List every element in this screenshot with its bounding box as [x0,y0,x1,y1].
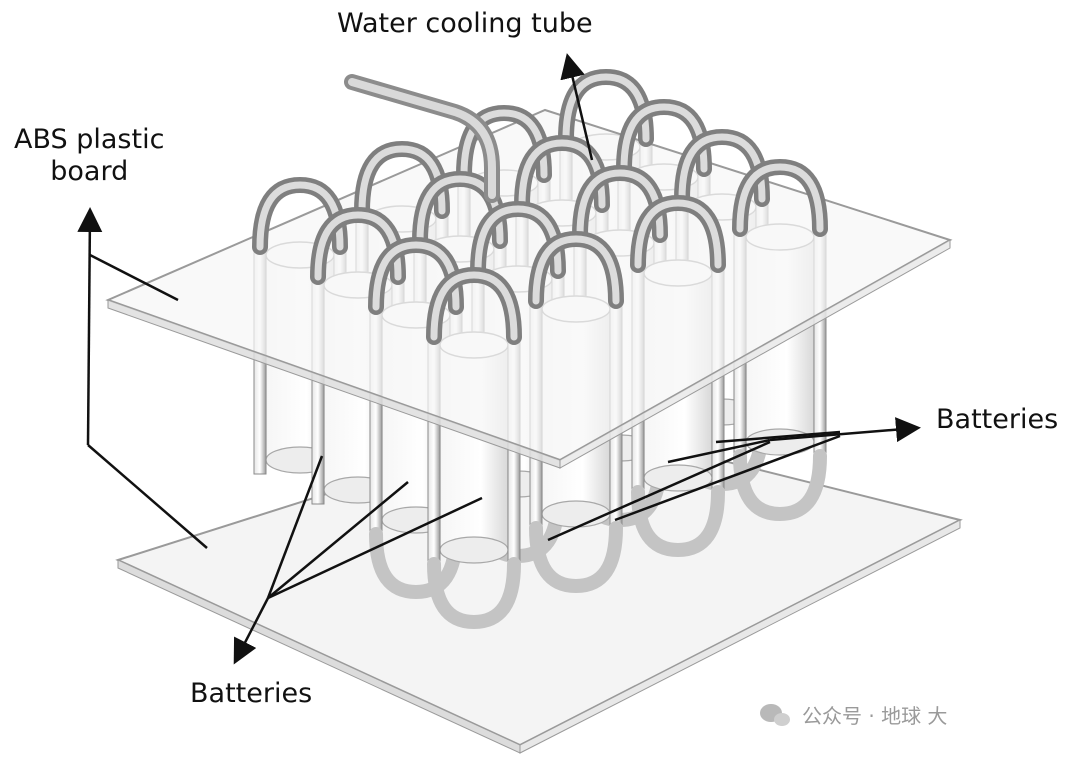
leader-lines [77,53,921,665]
label-abs-line1: ABS plastic [14,124,165,155]
top-abs-board-edge-right [559,239,951,469]
leader-batteries-bottom-main [233,597,270,665]
watermark-text: 公众号 · 地球 大 [802,704,948,728]
label-water-cooling-tube: Water cooling tube [337,8,593,39]
leader-abs-vertical [77,207,103,446]
cooling-tube-bend-highlight [430,271,518,341]
cooling-tube-inlet-highlight [348,78,496,199]
leader-abs-top [89,253,179,302]
cooling-tube-bottom-bend [733,449,827,522]
cooling-tube-bottom-bend [369,527,463,600]
leader-abs-bottom [87,444,208,549]
label-abs-plastic-board: ABS plastic board [14,124,164,188]
cooling-tube-bottom-bend [631,485,725,558]
cooling-tube-bend-highlight [634,199,722,269]
cooling-tube-bottom-bend [427,557,521,630]
leader-batteries-right-1 [715,430,841,444]
label-batteries-right: Batteries [936,404,1059,435]
leader-batteries-right-4 [547,440,771,542]
battery-bottom-cap [439,536,509,564]
leader-batteries-bottom-1 [266,455,324,599]
cooling-tube-top-bends [252,68,828,345]
battery-bottom-cap [541,500,611,528]
watermark: 公众号 · 地球 大 [760,700,947,729]
leader-water-tube [560,53,594,161]
leader-batteries-right-3 [614,434,841,522]
cooling-tube-bend-highlight [736,163,824,233]
cooling-tube-bottom-bend [529,521,623,594]
chat-bubble-icon [760,702,794,728]
leader-batteries-right-2 [667,438,771,464]
cooling-tube-bend-highlight [532,235,620,305]
leader-batteries-bottom-2 [267,481,409,599]
bottom-abs-board-edge-right [519,519,961,754]
label-abs-line2: board [50,156,129,187]
leader-batteries-bottom-3 [267,496,483,600]
leader-batteries-right-main [769,417,921,443]
label-batteries-bottom: Batteries [190,678,313,709]
